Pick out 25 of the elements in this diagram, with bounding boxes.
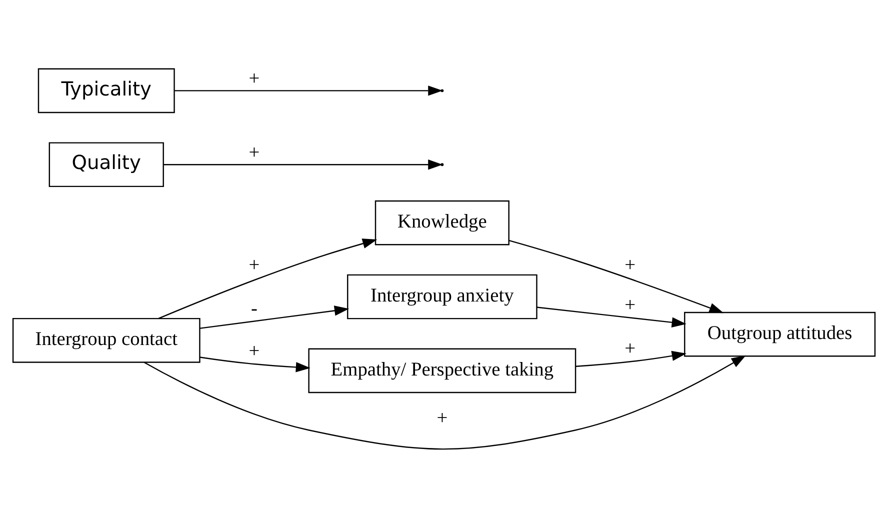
- arrow: [508, 240, 724, 314]
- node-box: Outgroup attitudes: [684, 312, 876, 357]
- edge-label: +: [624, 255, 636, 276]
- arrow: [163, 160, 443, 170]
- arrow: [200, 306, 350, 329]
- node-box: Intergroup anxiety: [347, 274, 538, 320]
- edge-label: -: [251, 298, 258, 320]
- arrow: [158, 238, 378, 320]
- edge-label: +: [624, 295, 636, 316]
- node-box: Empathy/ Perspective taking: [308, 348, 576, 394]
- arrow: [144, 355, 746, 450]
- arrow: [200, 356, 310, 372]
- node-box: Typicality: [38, 68, 175, 114]
- edge-label: +: [248, 68, 260, 90]
- arrow: [576, 350, 686, 367]
- edge-label: +: [436, 408, 448, 429]
- edge-label: +: [624, 338, 636, 360]
- node-box: Knowledge: [374, 200, 510, 246]
- edge-label: +: [248, 255, 260, 276]
- edge-label: +: [248, 341, 260, 362]
- node-box: Quality: [48, 142, 164, 188]
- arrow: [536, 306, 686, 328]
- edge-label: +: [248, 142, 260, 164]
- node-box: Intergroup contact: [12, 318, 200, 363]
- arrow: [174, 86, 443, 96]
